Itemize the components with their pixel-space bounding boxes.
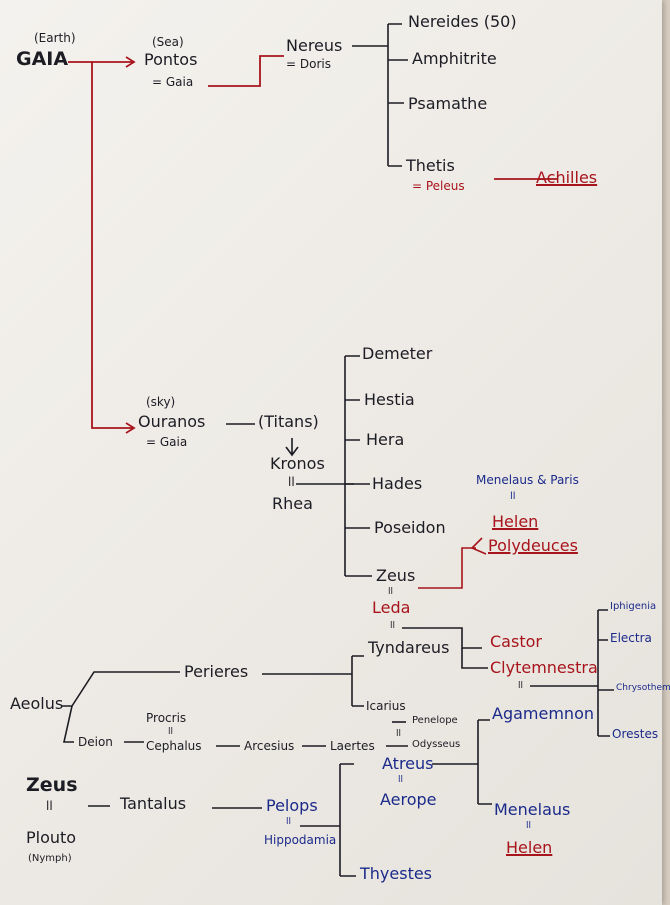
- chrysothemis: Chrysothemis: [616, 683, 670, 693]
- deion-connector: [124, 721, 408, 747]
- atreus-marriage-mark: ll: [398, 775, 404, 785]
- orestes: Orestes: [612, 727, 659, 741]
- pontos: Pontos: [144, 50, 198, 69]
- plouto-note: (Nymph): [28, 853, 72, 864]
- clytemnestra: Clytemnestra: [490, 658, 598, 677]
- leda-connector: [402, 627, 488, 669]
- castor: Castor: [490, 632, 542, 651]
- amphitrite: Amphitrite: [412, 49, 497, 68]
- hades: Hades: [372, 474, 423, 493]
- atreus-children-connector: [432, 719, 492, 805]
- nereus-children-connector: [352, 23, 408, 167]
- menelaus-and-paris: Menelaus & Paris: [476, 473, 579, 487]
- polydeuces: Polydeuces: [488, 536, 578, 555]
- hippodamia: Hippodamia: [264, 833, 337, 847]
- clytemnestra-marriage-mark: ll: [518, 681, 524, 691]
- demeter: Demeter: [362, 344, 433, 363]
- clytemnestra-children-connector: [530, 609, 614, 737]
- cephalus: Cephalus: [146, 739, 202, 753]
- leda: Leda: [372, 598, 411, 617]
- thyestes: Thyestes: [360, 864, 433, 883]
- leda-tyndareus-marriage-mark: ll: [390, 621, 396, 631]
- gaia-connector: [68, 55, 558, 434]
- ouranos-note: (sky): [146, 395, 176, 409]
- gaia: GAIA: [16, 48, 69, 70]
- nereides: Nereides (50): [408, 12, 517, 31]
- achilles: Achilles: [536, 168, 598, 187]
- kronos: Kronos: [270, 454, 325, 473]
- thetis: Thetis: [406, 156, 455, 175]
- ouranos-spouse: = Gaia: [146, 435, 188, 449]
- kronos-marriage-mark: ll: [288, 475, 295, 489]
- nereus-spouse: = Doris: [286, 57, 331, 71]
- helen-bottom: Helen: [506, 838, 553, 857]
- zeus-bottom: Zeus: [26, 774, 78, 796]
- odysseus: Odysseus: [412, 739, 461, 750]
- helen-top-marriage-mark: ll: [510, 491, 516, 502]
- ouranos: Ouranos: [138, 412, 206, 431]
- zeus-titan-child: Zeus: [376, 566, 416, 585]
- penelope: Penelope: [412, 715, 458, 726]
- aeolus-connector: [62, 655, 364, 743]
- poseidon: Poseidon: [374, 518, 446, 537]
- nereus: Nereus: [286, 36, 343, 55]
- perieres: Perieres: [184, 662, 249, 681]
- pelops-marriage-mark: ll: [286, 817, 292, 827]
- hera: Hera: [366, 430, 405, 449]
- electra: Electra: [610, 631, 652, 645]
- helen-top: Helen: [492, 512, 539, 531]
- procris-marriage-mark: ll: [168, 727, 174, 737]
- pelops: Pelops: [266, 796, 318, 815]
- zeus-helen-connector: [418, 537, 487, 589]
- menelaus: Menelaus: [494, 800, 571, 819]
- iphigenia: Iphigenia: [610, 601, 657, 612]
- rhea: Rhea: [272, 494, 313, 513]
- pontos-note: (Sea): [152, 35, 184, 49]
- deion: Deion: [78, 735, 113, 749]
- gaia-note: (Earth): [34, 31, 76, 45]
- arcesius: Arcesius: [244, 739, 295, 753]
- thetis-spouse: = Peleus: [412, 179, 465, 193]
- pontos-spouse: = Gaia: [152, 75, 194, 89]
- atreus: Atreus: [382, 754, 434, 773]
- agamemnon: Agamemnon: [492, 704, 594, 723]
- zeus-plouto-marriage-mark: ll: [46, 799, 53, 813]
- procris: Procris: [146, 711, 187, 725]
- titans: (Titans): [258, 412, 319, 431]
- penelope-marriage-mark: ll: [396, 729, 402, 739]
- tantalus: Tantalus: [120, 794, 187, 813]
- psamathe: Psamathe: [408, 94, 488, 113]
- plouto: Plouto: [26, 828, 77, 847]
- menelaus-marriage-mark: ll: [526, 821, 532, 831]
- icarius: Icarius: [366, 699, 406, 713]
- laertes: Laertes: [330, 739, 375, 753]
- aerope: Aerope: [380, 790, 437, 809]
- hestia: Hestia: [364, 390, 415, 409]
- tantalus-connector: [88, 763, 356, 877]
- tyndareus: Tyndareus: [368, 638, 450, 657]
- aeolus: Aeolus: [10, 694, 64, 713]
- ouranos-connector: [226, 355, 372, 577]
- zeus-leda-marriage-mark: ll: [388, 587, 394, 597]
